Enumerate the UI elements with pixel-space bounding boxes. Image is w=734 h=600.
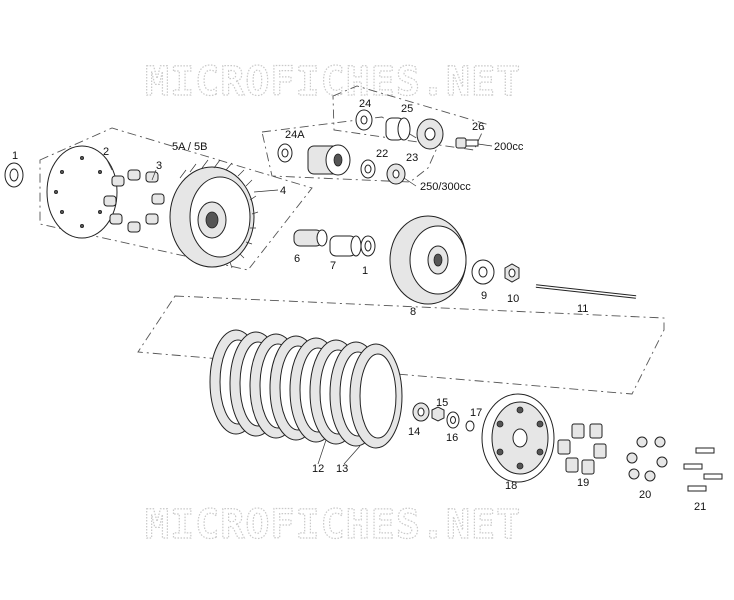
callout-1: 1 [12,150,18,162]
part-20-retainers [626,436,668,482]
callout-19: 19 [577,477,589,489]
callout-23: 23 [406,152,418,164]
part-2-backing-disc [46,145,118,239]
callout-16: 16 [446,432,458,444]
callout-11: 11 [577,303,588,315]
part-14-bearing [412,402,430,422]
part-24-washer [355,109,373,131]
part-22-washer [360,159,376,179]
part-23-nut [386,163,406,185]
frame-clutch-plates-group [137,295,665,395]
callout-17: 17 [470,407,482,419]
variant-label-200cc: 200cc [494,141,524,153]
callout-2: 2 [103,146,109,158]
callout-18: 18 [505,480,517,492]
callout-24a: 24A [285,129,305,141]
callout-20: 20 [639,489,651,501]
callout-6: 6 [294,253,300,265]
callout-1b: 1 [362,265,368,277]
part-7-bushing [329,235,362,257]
part-3-damper-rings [103,169,165,233]
callout-24: 24 [359,98,371,110]
part-25-bearing [385,117,411,141]
watermark-bottom: MICROFICHES.NET [145,502,521,548]
part-12-13-clutch-plates [209,329,403,449]
callout-7: 7 [330,260,336,272]
callout-10: 10 [507,293,519,305]
part-10-nut [504,263,520,283]
part-gear-200 [416,118,444,150]
variant-label-250-300cc: 250/300cc [420,181,471,193]
part-6-needle-bearing [293,229,328,247]
part-17-circlip [465,420,475,432]
frame-clutch-basket-group [39,127,313,271]
part-24a-washer [277,143,293,163]
part-11-push-rod [535,284,637,299]
part-19-springs [557,423,607,475]
frame-gear-250-300 [261,116,437,183]
part-1-washer [4,162,24,188]
part-21-bolts [683,447,723,492]
part-gear-250-300 [307,144,351,176]
callout-26: 26 [472,121,484,133]
part-8-clutch-hub [389,215,467,305]
part-4-clutch-basket [169,159,259,269]
callout-4: 4 [280,185,286,197]
callout-5a-5b: 5A / 5B [172,141,207,153]
callout-13: 13 [336,463,348,475]
callout-22: 22 [376,148,388,160]
part-1-washer-inner [360,235,376,257]
part-15-nut [431,406,445,422]
part-9-lock-washer [471,259,495,285]
watermark-top: MICROFICHES.NET [145,59,521,105]
callout-21: 21 [694,501,706,513]
callout-12: 12 [312,463,324,475]
callout-15: 15 [436,397,448,409]
part-16-washer [446,411,460,429]
callout-9: 9 [481,290,487,302]
frame-gear-200 [332,85,487,151]
callout-14: 14 [408,426,420,438]
callout-8: 8 [410,306,416,318]
callout-25: 25 [401,103,413,115]
part-18-pressure-plate [481,393,555,483]
callout-3: 3 [156,160,162,172]
part-26-bolt [455,137,479,149]
